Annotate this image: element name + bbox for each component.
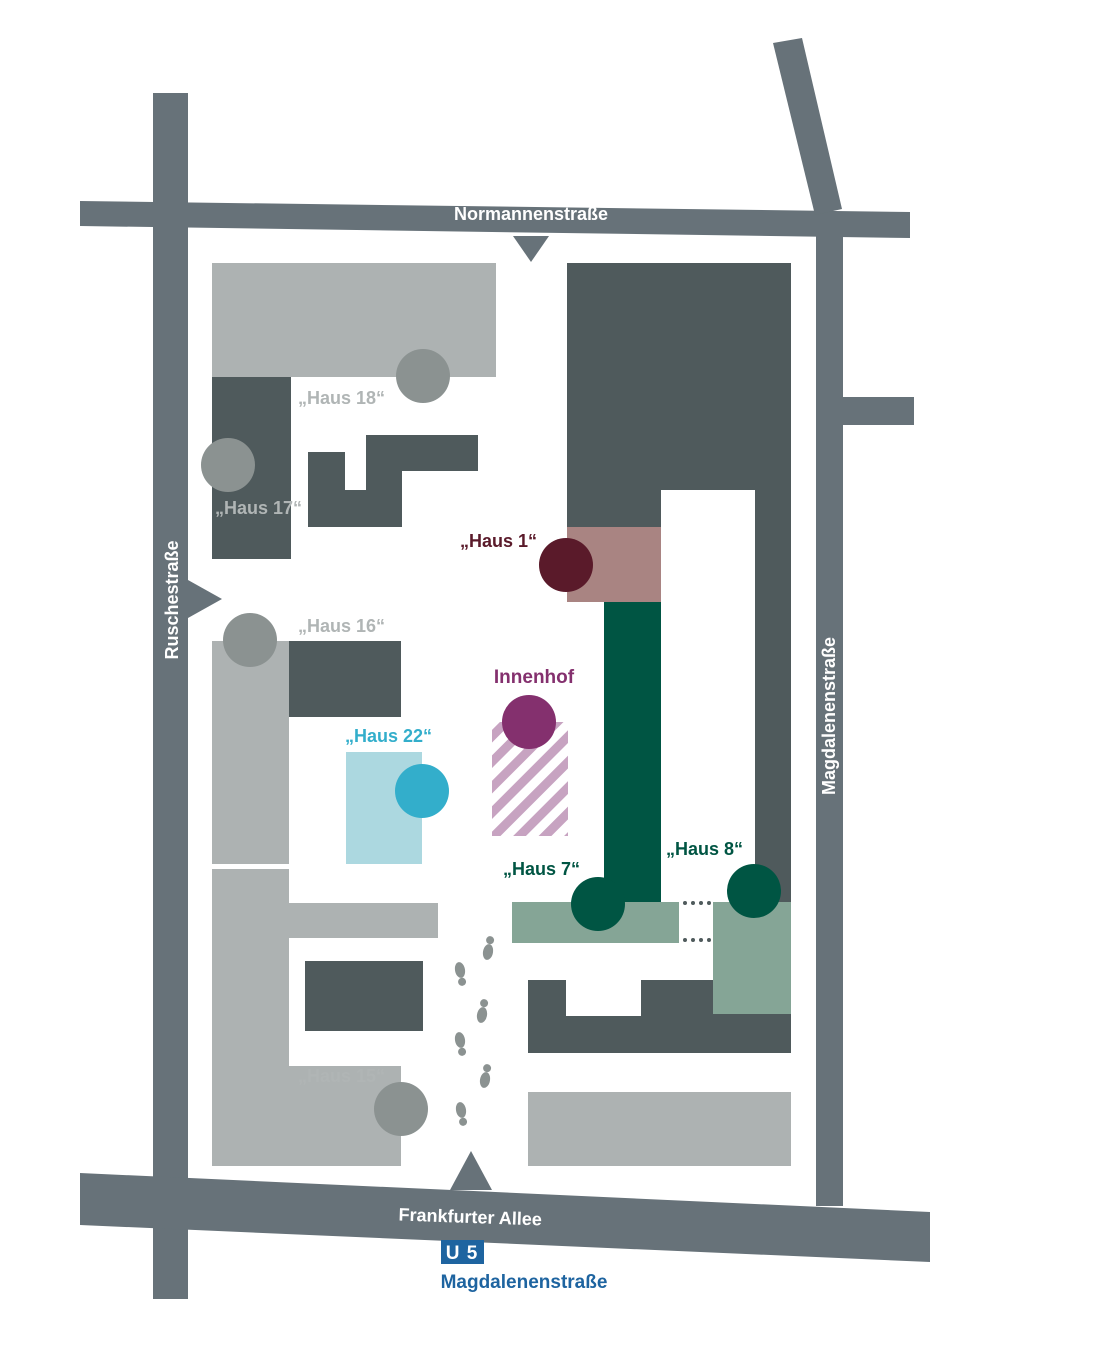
entrance-arrow-icon xyxy=(188,580,222,618)
normannenstrasse-label: Normannenstraße xyxy=(454,204,608,224)
markers xyxy=(201,349,781,1136)
haus-17-label: „Haus 17“ xyxy=(215,498,302,518)
innenhof-label: Innenhof xyxy=(494,667,575,688)
ruschestrasse-road xyxy=(153,93,188,1299)
haus-15-label: „Haus 15“ xyxy=(298,1066,385,1086)
magdalenenstrasse-label: Magdalenenstraße xyxy=(819,637,839,795)
streets xyxy=(80,38,930,1299)
side-street xyxy=(843,397,914,425)
haus-1-marker[interactable] xyxy=(539,538,593,592)
haus-16-building xyxy=(212,641,289,864)
courtyard-building xyxy=(305,961,423,1031)
south-building xyxy=(528,1092,791,1166)
magdalenenstrasse-north-road xyxy=(773,38,842,215)
entrance-arrow-icon xyxy=(450,1151,492,1190)
haus-8-label: „Haus 8“ xyxy=(666,839,743,859)
haus-1-label: „Haus 1“ xyxy=(460,531,537,551)
innenhof-marker[interactable] xyxy=(502,695,556,749)
haus-8-marker[interactable] xyxy=(727,864,781,918)
haus-17-marker[interactable] xyxy=(201,438,255,492)
haus-16-annex xyxy=(289,641,401,717)
haus-7-label: „Haus 7“ xyxy=(503,859,580,879)
light-buildings xyxy=(212,263,791,1166)
ruschestrasse-label: Ruschestraße xyxy=(162,540,182,659)
haus-17-annex xyxy=(308,435,478,527)
haus-7-marker[interactable] xyxy=(571,877,625,931)
ubahn-station-label: Magdalenenstraße xyxy=(441,1272,608,1293)
haus-22-label: „Haus 22“ xyxy=(345,726,432,746)
haus-22-marker[interactable] xyxy=(395,764,449,818)
frankfurter-allee-road xyxy=(80,1173,930,1262)
footsteps-icon xyxy=(453,935,496,1127)
ubahn-line-label: U 5 xyxy=(446,1243,479,1264)
haus-8-area xyxy=(713,902,791,1014)
haus-18-marker[interactable] xyxy=(396,349,450,403)
connector-dots xyxy=(683,901,711,942)
entrance-arrow-icon xyxy=(513,236,549,262)
normannenstrasse-road xyxy=(80,201,910,238)
south-east-building xyxy=(528,980,791,1053)
haus-18-label: „Haus 18“ xyxy=(298,388,385,408)
haus-16-label: „Haus 16“ xyxy=(298,616,385,636)
haus-15-marker[interactable] xyxy=(374,1082,428,1136)
haus-18-building xyxy=(212,263,496,377)
ubahn-icon: U 5 xyxy=(441,1240,484,1264)
haus-1-main-building xyxy=(567,263,791,902)
haus-1-wing xyxy=(604,602,661,902)
magdalenenstrasse-road xyxy=(816,231,843,1206)
haus-16-marker[interactable] xyxy=(223,613,277,667)
